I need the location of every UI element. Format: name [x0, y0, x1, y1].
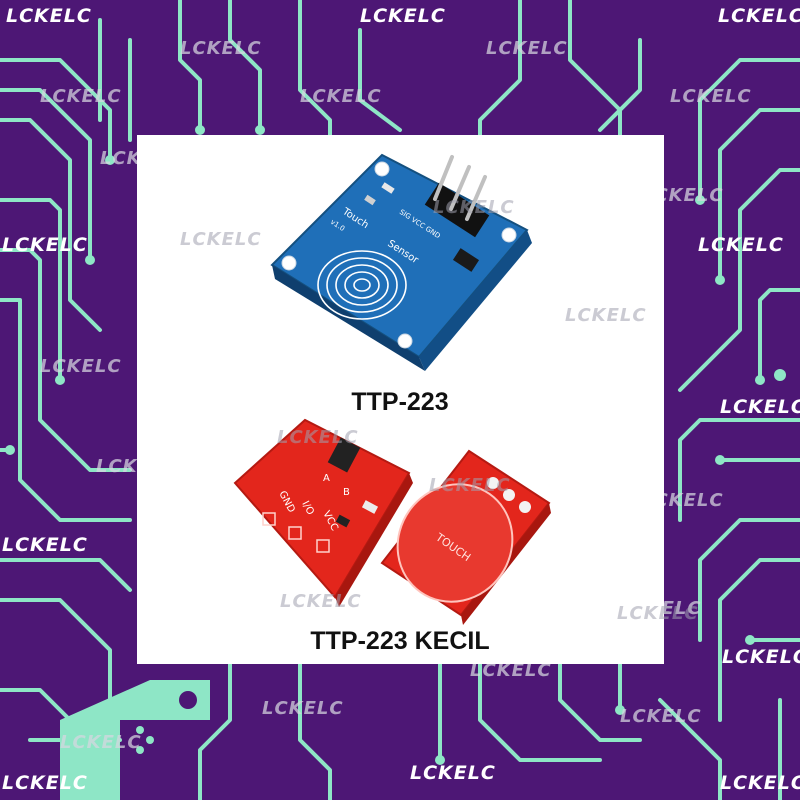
watermark-text: LCKELC: [433, 197, 515, 218]
watermark-text: LCKELC: [617, 603, 699, 624]
watermark-text: LCKELC: [180, 38, 262, 59]
watermark-text: LCKELC: [670, 86, 752, 107]
watermark-text: LCKELC: [698, 234, 784, 256]
watermark-text: LCKELC: [470, 660, 552, 681]
watermark-text: LCKELC: [180, 229, 262, 250]
watermark-text: LCKELC: [486, 38, 568, 59]
caption-ttp223-kecil: TTP-223 KECIL: [310, 627, 489, 655]
caption-ttp223: TTP-223: [351, 388, 448, 416]
red-touch-module-front: GND I/O VCC A B: [233, 418, 413, 607]
watermark-text: LCKELC: [565, 305, 647, 326]
red-a-label: A: [323, 473, 330, 484]
watermark-text: LCKELC: [2, 772, 88, 794]
blue-touch-module: Touch Sensor v1.0 SIG VCC GND: [270, 153, 532, 371]
watermark-text: LCKELC: [277, 427, 359, 448]
watermark-text: LCKELC: [60, 732, 142, 753]
red-touch-module-back: TOUCH: [380, 449, 551, 625]
watermark-text: LCKELC: [2, 534, 88, 556]
watermark-text: LCKELC: [410, 762, 496, 784]
watermark-text: LCKELC: [40, 86, 122, 107]
watermark-text: LCKELC: [262, 698, 344, 719]
watermark-text: LCKELC: [280, 591, 362, 612]
watermark-text: LCKELC: [360, 5, 446, 27]
watermark-text: LCKELC: [720, 396, 800, 418]
watermark-text: LCKELC: [2, 234, 88, 256]
sensor-modules-photo: Touch Sensor v1.0 SIG VCC GND TTP-223 GN…: [233, 153, 551, 655]
watermark-text: LCKELC: [620, 706, 702, 727]
watermark-text: LCKELC: [722, 646, 800, 668]
watermark-text: LCKELC: [429, 475, 511, 496]
watermark-text: LCKELC: [720, 772, 800, 794]
watermark-text: LCKELC: [718, 5, 800, 27]
watermark-text: LCKELC: [6, 5, 92, 27]
product-panel: Touch Sensor v1.0 SIG VCC GND TTP-223 GN…: [137, 135, 698, 664]
red-b-label: B: [343, 487, 350, 498]
watermark-text: LCKELC: [40, 356, 122, 377]
watermark-text: LCKELC: [300, 86, 382, 107]
